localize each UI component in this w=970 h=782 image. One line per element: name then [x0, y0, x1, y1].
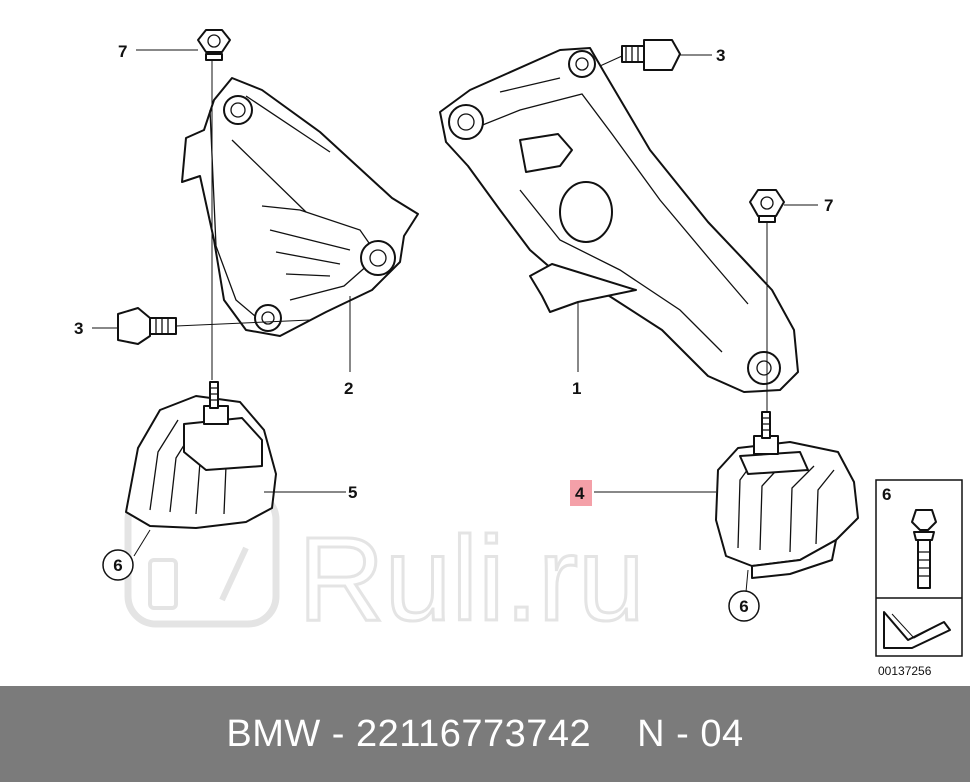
- bracket-right-part-1[interactable]: [439, 47, 799, 393]
- callout-6-left: 6: [102, 549, 134, 581]
- parts-diagram: Ruli.ru: [74, 29, 963, 678]
- bolt-part-3-left[interactable]: [117, 307, 177, 345]
- footer-bar: BMW - 22116773742 N - 04: [0, 686, 970, 782]
- engine-mount-part-5[interactable]: [125, 381, 277, 529]
- bracket-left-part-2[interactable]: [181, 77, 419, 337]
- diagram-id: 00137256: [878, 664, 932, 678]
- callout-4: 4: [575, 484, 585, 503]
- callout-3-left: 3: [74, 319, 83, 338]
- leader-lines: [92, 49, 818, 593]
- callout-7-left: 7: [118, 42, 127, 61]
- callout-5: 5: [348, 483, 357, 502]
- nut-part-7-right[interactable]: [749, 189, 785, 223]
- callout-6-left-text: 6: [113, 556, 122, 575]
- callout-1: 1: [572, 379, 581, 398]
- footer-page: N - 04: [637, 712, 744, 755]
- engine-mount-part-4[interactable]: [715, 411, 859, 579]
- callout-6-right-text: 6: [739, 597, 748, 616]
- bolt-part-3-right[interactable]: [621, 39, 681, 71]
- callout-6-right: 6: [728, 590, 760, 622]
- callout-2: 2: [344, 379, 353, 398]
- legend-arrow-icon: [883, 611, 951, 649]
- callout-3-top-right: 3: [716, 46, 725, 65]
- watermark: Ruli.ru: [124, 488, 646, 648]
- callout-7-right: 7: [824, 196, 833, 215]
- legend-box: 6: [875, 479, 963, 657]
- legend-number: 6: [882, 485, 891, 504]
- legend-bolt-icon: [911, 509, 937, 589]
- callout-4-highlight: [570, 480, 592, 506]
- nut-part-7-left[interactable]: [197, 29, 231, 61]
- watermark-text: Ruli.ru: [298, 512, 645, 646]
- footer-part-number: BMW - 22116773742: [226, 712, 592, 755]
